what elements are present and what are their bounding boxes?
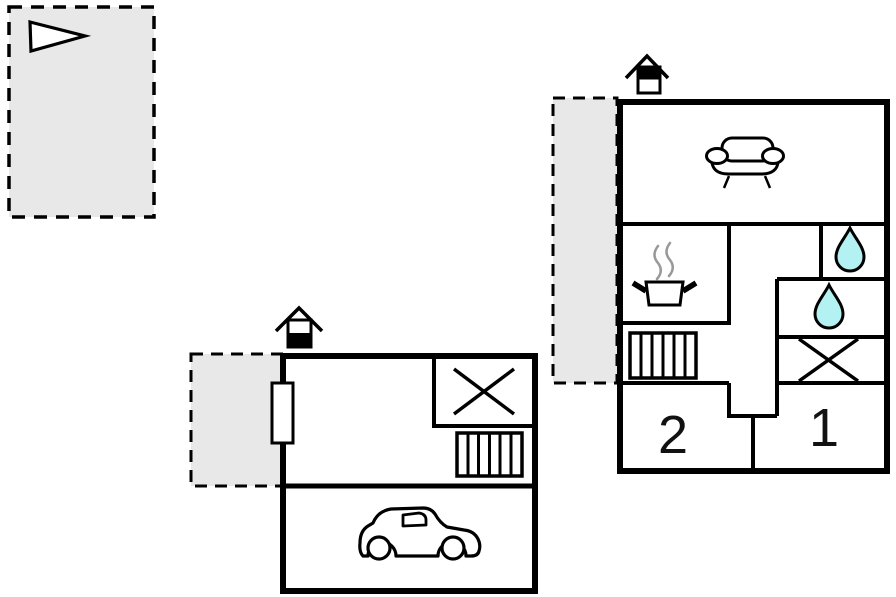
radiator-icon — [628, 331, 698, 380]
ground-floor-terrace-area — [189, 352, 285, 488]
car-icon — [358, 506, 482, 561]
car-wheel-rear — [366, 535, 392, 561]
shower-cross-icon — [797, 337, 860, 383]
water-drop-icon — [834, 224, 866, 273]
ground-floor-plan — [189, 305, 538, 594]
house-ground-floor-icon — [274, 305, 324, 349]
bedroom-1-label: 1 — [809, 398, 839, 458]
upper-floor-plan: 2 1 — [551, 53, 890, 474]
steam-line — [665, 241, 674, 278]
entrance-door — [270, 381, 295, 445]
kitchen-walls — [618, 224, 731, 325]
sofa-icon — [705, 136, 785, 189]
water-drop-icon — [813, 281, 845, 330]
cooking-pot-icon — [631, 241, 698, 307]
steam-line — [653, 244, 662, 281]
bedroom-2-label: 2 — [658, 405, 688, 465]
interior-walls — [618, 222, 889, 474]
car-wheel-front — [440, 535, 466, 561]
hall-notch-walls — [727, 383, 777, 418]
house-upper-floor-icon — [624, 53, 670, 95]
window-cross-icon — [452, 367, 516, 416]
car-window — [401, 511, 428, 528]
radiator-icon — [455, 431, 524, 478]
compass-arrow-icon — [28, 19, 92, 54]
upper-floor-terrace-area — [551, 96, 619, 385]
plot-area — [7, 5, 156, 219]
utility-room-walls — [432, 354, 537, 428]
